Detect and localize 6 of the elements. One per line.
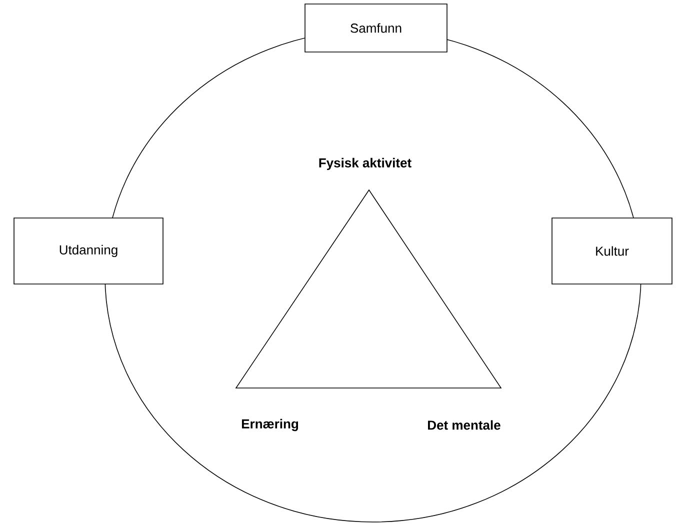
vertex-label: Det mentale bbox=[428, 420, 500, 430]
label-box: Utdanning bbox=[14, 218, 164, 284]
label-box: Samfunn bbox=[304, 4, 448, 52]
label-box: Kultur bbox=[552, 218, 672, 284]
vertex-label: Ernæring bbox=[242, 418, 298, 432]
vertex-label: Fysisk aktivitet bbox=[319, 158, 412, 170]
